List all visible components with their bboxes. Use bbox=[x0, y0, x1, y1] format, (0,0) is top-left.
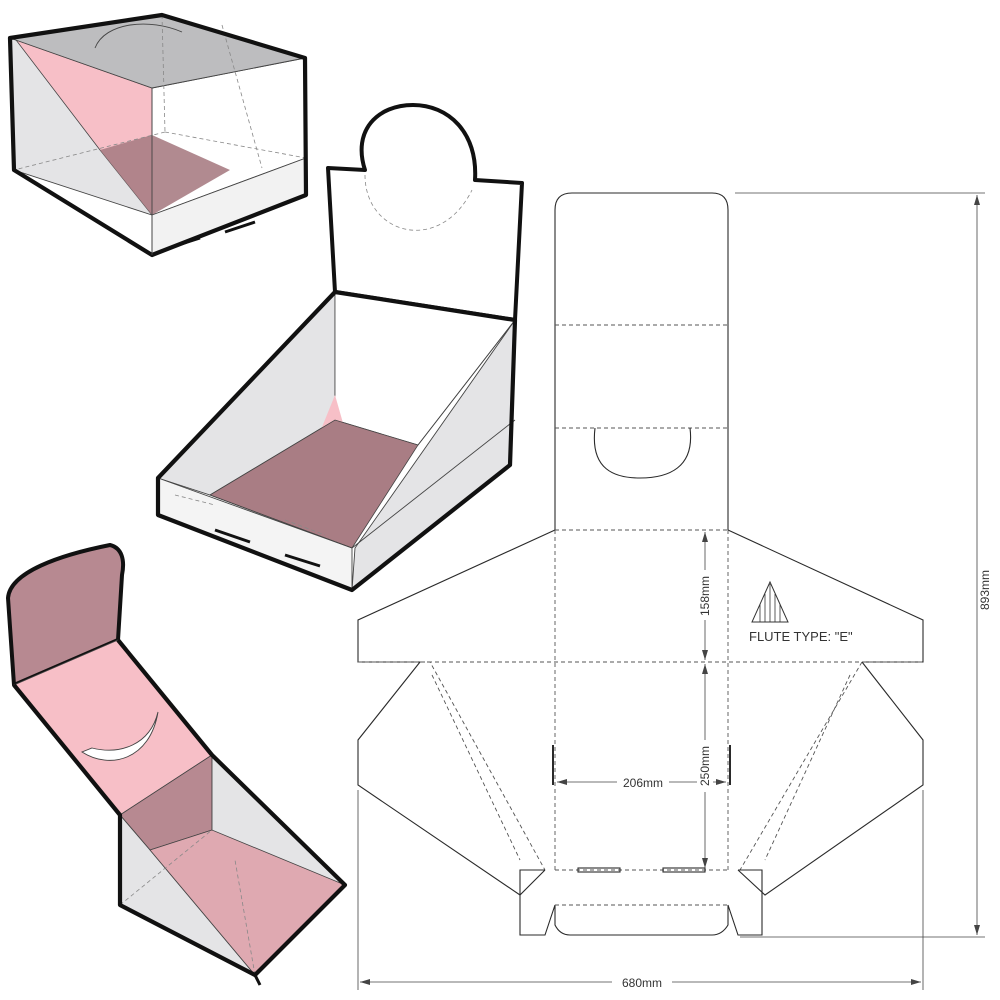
dieline-bottom-tabs bbox=[519, 869, 763, 936]
flute-type-label: FLUTE TYPE: "E" bbox=[749, 629, 853, 644]
dim-base-depth: 250mm bbox=[697, 664, 713, 868]
dim-base-width-label: 206mm bbox=[623, 776, 663, 790]
dim-width-label: 680mm bbox=[622, 976, 662, 990]
dim-total-width: 680mm bbox=[357, 790, 924, 990]
dieline-header-outline bbox=[554, 192, 729, 530]
closed-box-view bbox=[7, 12, 309, 258]
open-display-view bbox=[155, 103, 524, 593]
assembly-cutout bbox=[81, 711, 159, 761]
dieline-right-side-panel bbox=[737, 661, 924, 896]
display-back-header bbox=[326, 103, 524, 322]
triangle-hatched-icon bbox=[751, 580, 789, 623]
dim-total-height: 893mm bbox=[735, 192, 992, 938]
dim-base-depth-label: 250mm bbox=[698, 746, 712, 786]
dieline-left-side-panel bbox=[357, 661, 546, 896]
assembly-in-progress-view bbox=[6, 543, 348, 986]
dieline-header-cutout bbox=[593, 427, 692, 479]
dim-back-height: 158mm bbox=[697, 532, 713, 660]
flat-dieline: FLUTE TYPE: "E" 893mm 680mm 206mm bbox=[357, 192, 992, 990]
closed-box-inner-floor bbox=[100, 135, 230, 215]
closed-box-top-arc bbox=[94, 23, 183, 49]
dim-height-label: 893mm bbox=[978, 570, 992, 610]
dim-back-height-label: 158mm bbox=[698, 576, 712, 616]
